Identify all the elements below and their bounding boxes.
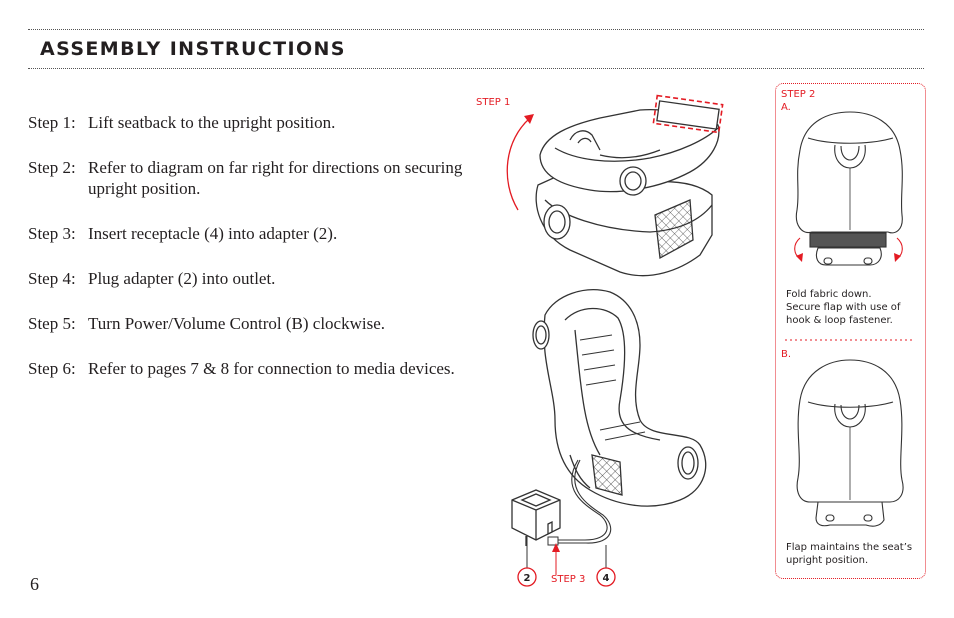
page-number: 6 <box>30 574 39 594</box>
caption-line: upright position. <box>786 555 869 566</box>
step-text: Refer to diagram on far right for direct… <box>88 158 463 198</box>
section-header: ASSEMBLY INSTRUCTIONS <box>28 29 924 69</box>
step-1-label: STEP 1 <box>476 97 511 108</box>
step-3-label: STEP 3 <box>551 574 586 585</box>
step-number: Step 5: <box>28 314 76 333</box>
caption-line: Flap maintains the seat’s <box>786 542 913 553</box>
callout-circle-receptacle <box>596 567 616 587</box>
caption-line: Fold fabric down. <box>786 289 872 300</box>
seatback-illustration-a <box>795 111 903 266</box>
list-item-step-6: Step 6: Refer to pages 7 & 8 for connect… <box>28 358 508 379</box>
step-2b-caption: Flap maintains the seat’s upright positi… <box>786 541 912 567</box>
rotate-arrow <box>506 117 531 211</box>
callout-circle-adapter <box>517 567 537 587</box>
step-2a-caption: Fold fabric down. Secure flap with use o… <box>786 288 900 327</box>
step-number: Step 3: <box>28 224 76 243</box>
list-item-step-5: Step 5: Turn Power/Volume Control (B) cl… <box>28 313 508 334</box>
step-number: Step 1: <box>28 113 76 132</box>
list-item-step-1: Step 1: Lift seatback to the upright pos… <box>28 112 508 133</box>
seatback-illustration-b <box>796 359 904 527</box>
caption-line: Secure flap with use of <box>786 302 901 313</box>
step-text: Insert receptacle (4) into adapter (2). <box>88 224 338 243</box>
highlight-box <box>652 94 724 134</box>
folded-chair-illustration <box>535 100 720 277</box>
step-number: Step 4: <box>28 269 76 288</box>
callout-receptacle-number: 4 <box>603 573 610 584</box>
step-text: Refer to pages 7 & 8 for connection to m… <box>88 359 455 378</box>
step-2-panel <box>775 83 926 579</box>
list-item-step-4: Step 4: Plug adapter (2) into outlet. <box>28 268 508 289</box>
callout-adapter-number: 2 <box>524 573 531 584</box>
step-2-label: STEP 2 <box>781 89 816 100</box>
list-item-step-2: Step 2: Refer to diagram on far right fo… <box>28 157 508 199</box>
step-2a-label: A. <box>781 102 791 113</box>
step-text: Lift seatback to the upright position. <box>88 113 336 132</box>
caption-line: hook & loop fastener. <box>786 315 893 326</box>
upright-chair-illustration <box>532 289 707 507</box>
step-number: Step 6: <box>28 359 76 378</box>
step-number: Step 2: <box>28 158 76 177</box>
list-item-step-3: Step 3: Insert receptacle (4) into adapt… <box>28 223 508 244</box>
adapter-illustration <box>511 489 561 546</box>
steps-list: Step 1: Lift seatback to the upright pos… <box>28 112 508 403</box>
step-text: Turn Power/Volume Control (B) clockwise. <box>88 314 386 333</box>
step-text: Plug adapter (2) into outlet. <box>88 269 276 288</box>
page-title: ASSEMBLY INSTRUCTIONS <box>40 38 346 60</box>
step-2b-label: B. <box>781 349 792 360</box>
